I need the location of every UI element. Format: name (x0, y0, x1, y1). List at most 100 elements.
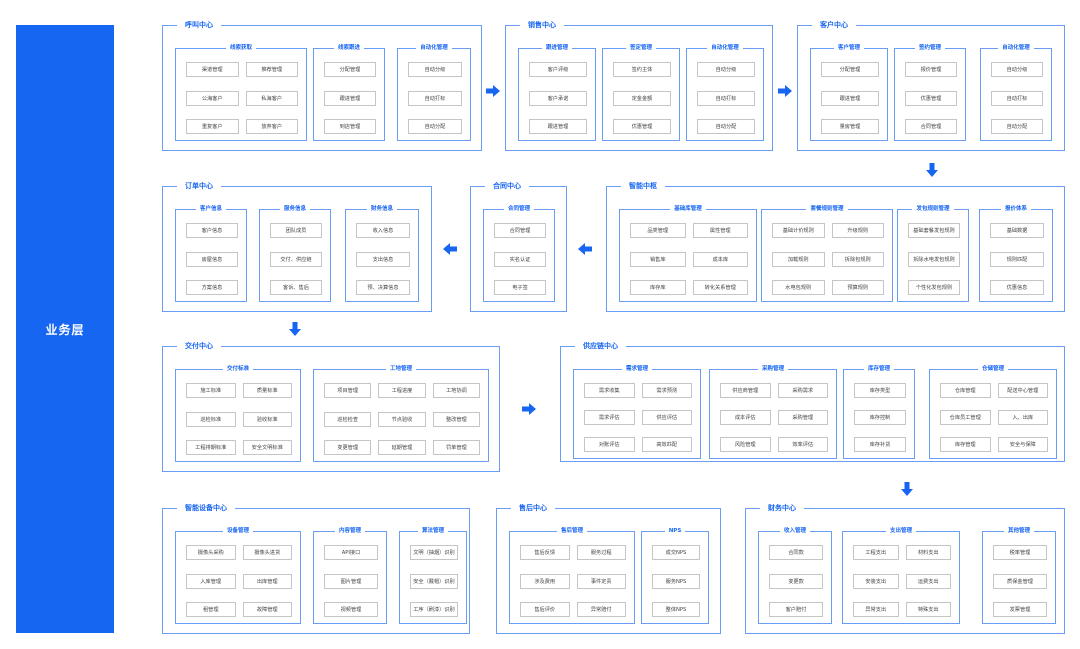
function-item: 节点验收 (378, 411, 426, 427)
function-item: 自动打标 (408, 90, 462, 106)
function-item: 延期管理 (378, 440, 426, 455)
function-item: 分配管理 (324, 62, 376, 77)
function-item: 库存补货 (854, 437, 906, 452)
function-item: 基础数据 (990, 223, 1044, 238)
group-box: 合同管理合同管理实名认证电子签 (483, 206, 555, 302)
function-item: 定金金额 (613, 90, 671, 106)
group-box: 发包规则管理基础套餐发包规则拆除水电发包规则个性化发包规则 (897, 206, 969, 302)
function-item: 工程支出 (853, 545, 899, 560)
function-item: 优惠管理 (905, 90, 957, 106)
function-item: 自动分级 (697, 62, 755, 77)
group-box: 交付标准施工标准质量标准巡检标准验收标准工程排期标准安全文明标准 (175, 366, 301, 462)
group-box: 客户管理分配管理跟进管理量房管理 (810, 45, 888, 141)
center-hujiao: 呼叫中心线索获取渠道管理推荐管理公海客户私海客户重复客户放弃客户线索跟进分配管理… (162, 20, 482, 151)
function-item: 图片管理 (324, 573, 378, 589)
group-box: 支出管理工程支出材料支出安装支出运费支出异常支出特殊支出 (842, 528, 960, 624)
function-item: 风险管理 (720, 437, 771, 452)
function-item: 跟进管理 (324, 90, 376, 106)
function-item: 入、出库 (997, 410, 1048, 425)
function-item: 巡检检查 (324, 411, 372, 427)
group-title: 签定管理 (603, 44, 679, 53)
group-box: 售后管理售后反馈服务过程涉及费用事件定责售后评价异常赔付 (509, 528, 635, 624)
function-item: 库存管理 (940, 437, 991, 452)
function-item: 自动分级 (991, 62, 1043, 77)
function-item: 合同管理 (905, 119, 957, 134)
function-item: 推荐管理 (245, 62, 298, 77)
function-item: 重复客户 (186, 119, 239, 134)
function-item: 巡检标准 (186, 411, 236, 427)
group-title: 库存管理 (844, 365, 914, 374)
group-box: 算法管理文明（抽烟）识别安全（戴帽）识别工序（刷漆）识别 (399, 528, 467, 624)
function-item: 特殊支出 (905, 602, 951, 617)
function-item: 租管理 (186, 602, 236, 617)
group-title: 收入管理 (759, 527, 831, 536)
function-item: 售后反馈 (520, 545, 570, 560)
center-title: 客户中心 (812, 20, 856, 31)
function-item: 异常赔付 (576, 602, 626, 617)
function-item: 客诉、售后 (270, 280, 322, 295)
group-title: 设备管理 (176, 527, 300, 536)
function-item: 工地协调 (432, 383, 480, 398)
function-item: 量房管理 (821, 119, 879, 134)
group-title: 套餐规则管理 (762, 205, 892, 214)
group-title: 支出管理 (843, 527, 959, 536)
group-box: 跟进管理客户评级客户承诺跟进管理 (518, 45, 596, 141)
function-item: 个性化发包规则 (908, 280, 960, 295)
function-item: 支出信息 (356, 251, 410, 267)
function-item: API接口 (324, 545, 378, 560)
function-item: 成本评估 (720, 410, 771, 425)
group-title: 报价体系 (980, 205, 1052, 214)
group-box: 设备管理摄像头采购摄像头进货入库管理出库管理租管理故障管理 (175, 528, 301, 624)
center-title: 呼叫中心 (177, 20, 221, 31)
function-item: 故障管理 (242, 602, 292, 617)
function-item: 变更款 (769, 573, 823, 589)
group-box: 客户信息客户信息房屋信息方案信息 (175, 206, 247, 302)
function-item: 供应商管理 (720, 383, 771, 398)
function-item: 升级规则 (831, 223, 884, 238)
center-title: 交付中心 (177, 341, 221, 352)
function-item: 库存类型 (854, 383, 906, 398)
group-title: 跟进管理 (519, 44, 595, 53)
function-item: 到店管理 (324, 119, 376, 134)
group-box: 其他管理税率管理质保金管理发票管理 (982, 528, 1056, 624)
group-box: 仓储管理仓库管理配送中心管理仓库员工管理入、出库库存管理安全与保障 (929, 366, 1057, 459)
center-title: 供应链中心 (575, 341, 626, 352)
group-title: 客户信息 (176, 205, 246, 214)
function-item: 跟进管理 (821, 90, 879, 106)
center-jiaofu: 交付中心交付标准施工标准质量标准巡检标准验收标准工程排期标准安全文明标准 工地管理… (162, 341, 500, 472)
group-title: 合同管理 (484, 205, 554, 214)
group-box: 库存管理库存类型库存控制库存补货 (843, 366, 915, 459)
function-item: 合同管理 (494, 223, 546, 238)
function-item: 收入信息 (356, 223, 410, 238)
center-caiwu: 财务中心收入管理合同款变更款客户赔付支出管理工程支出材料支出安装支出运费支出异常… (745, 503, 1065, 634)
function-item: 税率管理 (993, 545, 1047, 560)
group-box: 收入管理合同款变更款客户赔付 (758, 528, 832, 624)
group-title: 其他管理 (983, 527, 1055, 536)
function-item: 材料支出 (905, 545, 951, 560)
group-title: 线索跟进 (314, 44, 384, 53)
function-item: 加载规则 (772, 251, 825, 267)
function-item: 事件定责 (576, 573, 626, 589)
function-item: 安全（戴帽）识别 (410, 573, 458, 589)
group-title: 财务信息 (346, 205, 418, 214)
center-title: 销售中心 (520, 20, 564, 31)
function-item: 预算规则 (831, 280, 884, 295)
function-item: 客户评级 (529, 62, 587, 77)
function-item: 需求评估 (584, 410, 635, 425)
function-item: 仓库管理 (940, 383, 991, 398)
business-layer-label: 业务层 (16, 25, 114, 633)
group-title: NPS (642, 527, 708, 536)
function-item: 供应评估 (641, 410, 692, 425)
group-title: 工地管理 (314, 365, 488, 374)
function-item: 工序（刷漆）识别 (410, 602, 458, 617)
group-title: 自动化管理 (981, 44, 1051, 53)
function-item: 品类管理 (630, 223, 686, 238)
group-box: 自动化管理自动分级自动打标自动分配 (397, 45, 471, 141)
flow-arrow-icon (925, 163, 939, 177)
center-dingdan: 订单中心客户信息客户信息房屋信息方案信息服务信息团队成员交付、供应链客诉、售后财… (162, 181, 432, 312)
function-item: 自动分配 (697, 119, 755, 134)
flow-arrow-icon (443, 242, 457, 256)
function-item: 视频管理 (324, 602, 378, 617)
group-title: 内容管理 (314, 527, 386, 536)
